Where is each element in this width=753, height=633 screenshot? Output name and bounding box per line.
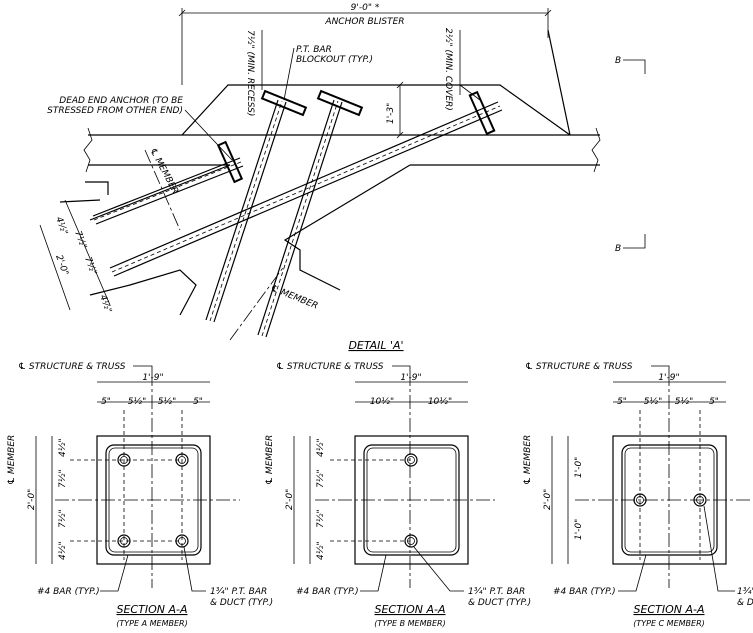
side-total: 2'-0" bbox=[27, 489, 37, 510]
section-type-a: ℄ STRUCTURE & TRUSS 1'-9" 5" 5½" 5½" 5" … bbox=[7, 362, 273, 628]
cl-structure-label: ℄ STRUCTURE & TRUSS bbox=[276, 362, 384, 372]
cl-structure-label: ℄ STRUCTURE & TRUSS bbox=[525, 362, 633, 372]
left-dim-3: 7½" bbox=[82, 256, 98, 277]
left-dim-4: 4½" bbox=[97, 294, 113, 315]
left-dim-2: 7½" bbox=[72, 230, 88, 251]
pt-blockout-label-1: P.T. BAR bbox=[296, 45, 332, 55]
left-dim-1: 4½" bbox=[53, 216, 69, 237]
cl-member-label: ℄ MEMBER bbox=[265, 435, 275, 485]
section-type-c: ℄ STRUCTURE & TRUSS 1'-9" 5" 5½" 5½" 5" … bbox=[523, 362, 753, 628]
cl-structure-label: ℄ STRUCTURE & TRUSS bbox=[18, 362, 126, 372]
side-dim-3: 7½" bbox=[58, 509, 68, 528]
side-dim-1: 4½" bbox=[316, 438, 326, 457]
dead-end-anchor-label-2: STRESSED FROM OTHER END) bbox=[47, 106, 183, 116]
top-dim-2: 5½" bbox=[128, 397, 147, 407]
side-dim-1: 1'-0" bbox=[574, 457, 584, 478]
side-dim-4: 4½" bbox=[58, 541, 68, 560]
side-total: 2'-0" bbox=[285, 489, 295, 510]
pt-label-2: & DUCT (TYP.) bbox=[468, 598, 531, 608]
bar-label: #4 BAR (TYP.) bbox=[296, 587, 359, 597]
section-title: SECTION A-A bbox=[375, 603, 446, 616]
pt-label-1: 1¾" bbox=[737, 587, 753, 597]
top-dim-3: 5½" bbox=[158, 397, 177, 407]
top-dim-4: 5" bbox=[709, 397, 719, 407]
side-dim-2: 7½" bbox=[58, 469, 68, 488]
side-total: 2'-0" bbox=[543, 489, 553, 510]
top-dim-3: 5½" bbox=[675, 397, 694, 407]
detail-title: DETAIL 'A' bbox=[348, 339, 403, 352]
cl-member-label: ℄ MEMBER bbox=[523, 435, 533, 485]
top-dim-1: 5" bbox=[101, 397, 111, 407]
cl-member-label: ℄ MEMBER bbox=[7, 435, 17, 485]
pt-blockout-label-2: BLOCKOUT (TYP.) bbox=[296, 55, 373, 65]
section-title: SECTION A-A bbox=[117, 603, 188, 616]
depth-dim-label: 1'-3" bbox=[386, 103, 396, 124]
top-dim-4: 5" bbox=[193, 397, 203, 407]
top-dim-2: 10½" bbox=[428, 397, 452, 407]
section-mark-top: B bbox=[615, 56, 621, 66]
side-dim-2: 7½" bbox=[316, 469, 326, 488]
top-dim-2: 5½" bbox=[644, 397, 663, 407]
dead-end-anchor-label-1: DEAD END ANCHOR (TO BE bbox=[59, 96, 183, 106]
recess-dim-label: 7½" (MIN. RECESS) bbox=[245, 30, 255, 116]
overall-dim: 1'-9" bbox=[658, 373, 679, 383]
dim-top-label: 9'-0" * bbox=[351, 3, 380, 13]
pt-label-1: 1¾" P.T. BAR bbox=[468, 587, 525, 597]
side-dim-3: 7½" bbox=[316, 509, 326, 528]
member-cl-label-2: ℄ MEMBER bbox=[269, 284, 319, 312]
overall-dim: 1'-9" bbox=[400, 373, 421, 383]
section-subtitle: (TYPE B MEMBER) bbox=[374, 619, 445, 628]
overall-dim: 1'-9" bbox=[142, 373, 163, 383]
section-subtitle: (TYPE C MEMBER) bbox=[633, 619, 705, 628]
left-total: 2'-0" bbox=[53, 254, 70, 277]
pt-label-2: & DUCT (TYP.) bbox=[210, 598, 273, 608]
cover-dim-label: 2½" (MIN. COVER) bbox=[443, 28, 453, 111]
top-dim-1: 10½" bbox=[370, 397, 394, 407]
detail-a: 9'-0" * ANCHOR BLISTER 7½" (MIN. RECESS)… bbox=[39, 3, 646, 352]
section-subtitle: (TYPE A MEMBER) bbox=[116, 619, 187, 628]
bar-label: #4 BAR (TYP.) bbox=[37, 587, 100, 597]
side-dim-1: 4½" bbox=[58, 438, 68, 457]
side-dim-4: 4½" bbox=[316, 541, 326, 560]
section-title: SECTION A-A bbox=[634, 603, 705, 616]
anchor-blister-label: ANCHOR BLISTER bbox=[324, 17, 404, 27]
steep-bar-1 bbox=[205, 89, 308, 323]
section-type-b: ℄ STRUCTURE & TRUSS 1'-9" 10½" 10½" ℄ ME… bbox=[265, 362, 531, 628]
steep-bar-2 bbox=[257, 89, 364, 338]
bar-label: #4 BAR (TYP.) bbox=[553, 587, 616, 597]
tendon-short bbox=[92, 140, 244, 225]
pt-label-2: & D bbox=[737, 598, 753, 608]
side-dim-2: 1'-0" bbox=[574, 519, 584, 540]
section-mark-bottom: B bbox=[615, 244, 621, 254]
pt-label-1: 1¾" P.T. BAR bbox=[210, 587, 267, 597]
top-dim-1: 5" bbox=[617, 397, 627, 407]
